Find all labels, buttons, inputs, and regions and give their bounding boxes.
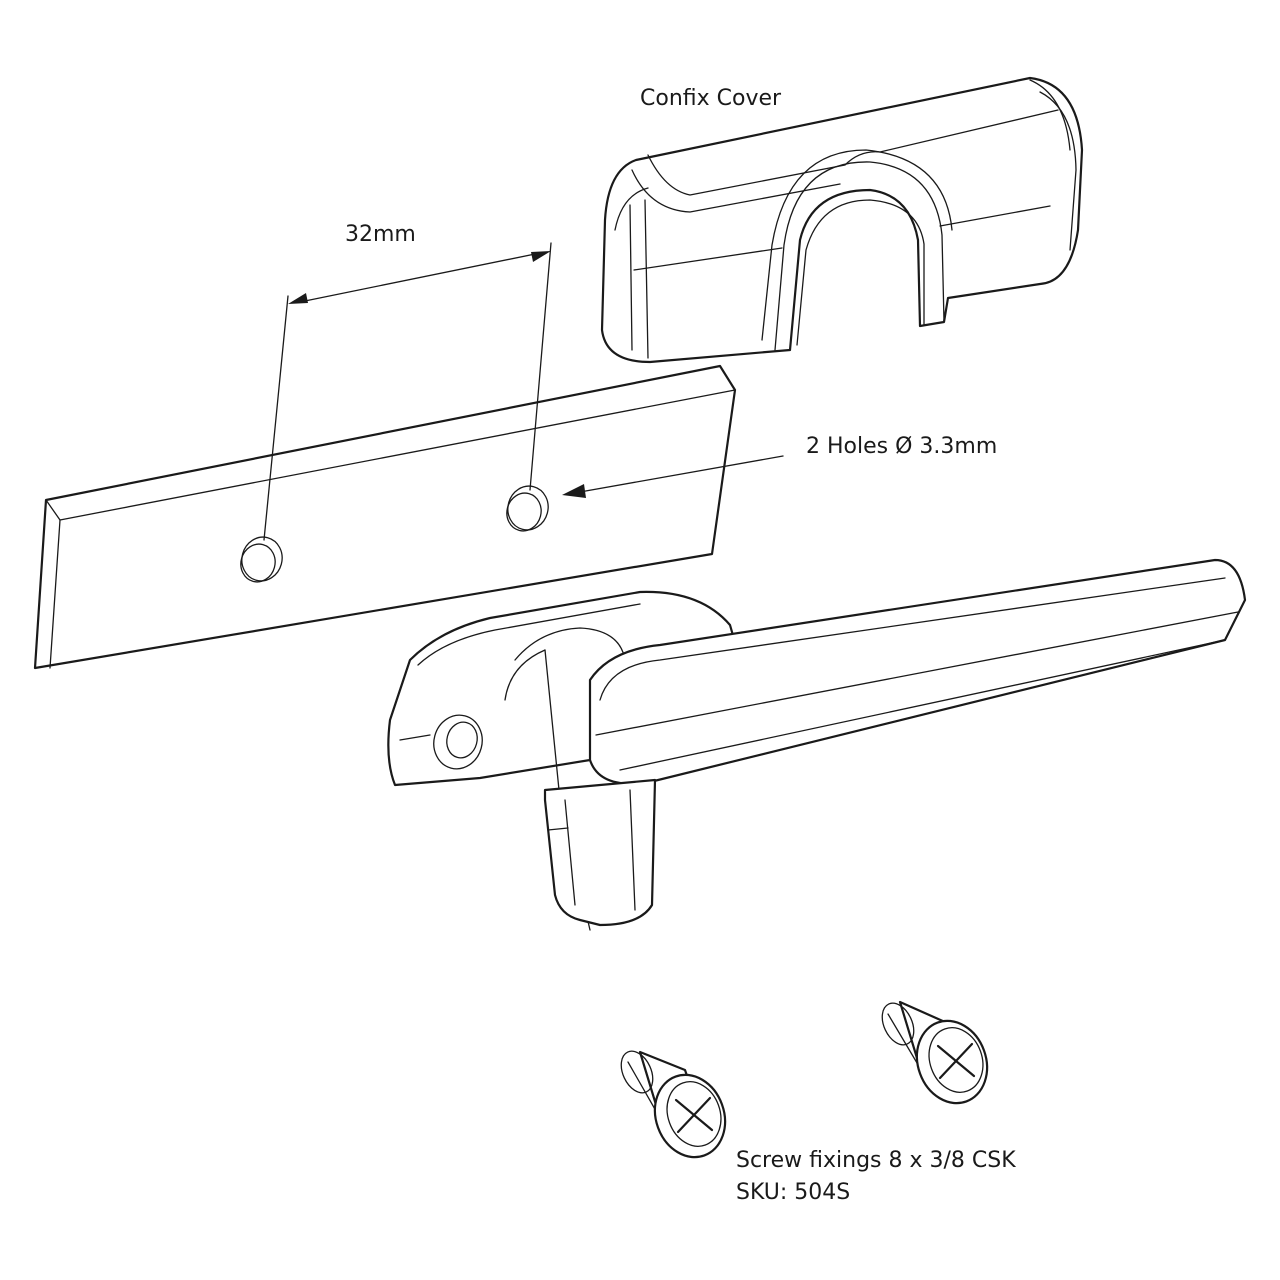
phillips-recess-icon xyxy=(936,1042,976,1080)
label-confix-cover: Confix Cover xyxy=(640,86,782,111)
phillips-recess-icon xyxy=(674,1096,714,1134)
spindle-hole xyxy=(433,714,483,770)
label-screw-fixings: Screw fixings 8 x 3/8 CSK xyxy=(736,1148,1016,1173)
holes-arrow xyxy=(562,455,784,498)
label-spacing: 32mm xyxy=(345,222,416,247)
backing-plate xyxy=(33,364,737,670)
label-holes: 2 Holes Ø 3.3mm xyxy=(806,434,998,459)
dimension-32mm xyxy=(263,242,552,541)
screw-right xyxy=(881,1000,989,1105)
screw-left xyxy=(620,1050,727,1159)
window-handle xyxy=(387,558,1247,931)
label-sku: SKU: 504S xyxy=(736,1180,851,1205)
mounting-hole-right xyxy=(507,485,549,531)
mounting-hole-left xyxy=(241,536,283,582)
confix-cover xyxy=(600,76,1084,364)
